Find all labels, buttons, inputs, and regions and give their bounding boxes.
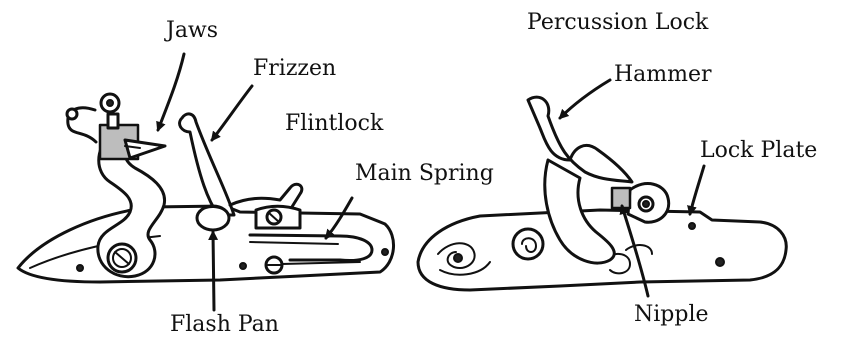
label-main-spring: Main Spring <box>355 163 494 185</box>
label-frizzen: Frizzen <box>253 58 336 80</box>
label-lock-plate: Lock Plate <box>700 140 817 162</box>
label-nipple: Nipple <box>634 304 709 326</box>
frizzen-arrow <box>212 86 252 140</box>
label-jaws: Jaws <box>166 20 218 42</box>
plate-screw-icon <box>77 265 83 271</box>
label-hammer: Hammer <box>614 64 712 86</box>
plate-screw-icon <box>240 263 246 269</box>
label-percussion-lock: Percussion Lock <box>527 12 708 34</box>
hammer-arrow <box>560 80 610 118</box>
lock-plate-arrow <box>690 166 704 214</box>
flintlock-frizzen <box>180 114 234 215</box>
label-flintlock: Flintlock <box>285 113 383 135</box>
flash-pan-arrow <box>213 232 214 310</box>
flint-icon <box>125 140 165 158</box>
hammer-tumbler-icon <box>513 229 543 259</box>
percussion-lock-illustration <box>418 97 786 290</box>
percussion-hammer <box>528 97 632 182</box>
label-flash-pan: Flash Pan <box>170 314 279 336</box>
engraving-screw-icon <box>454 254 462 262</box>
